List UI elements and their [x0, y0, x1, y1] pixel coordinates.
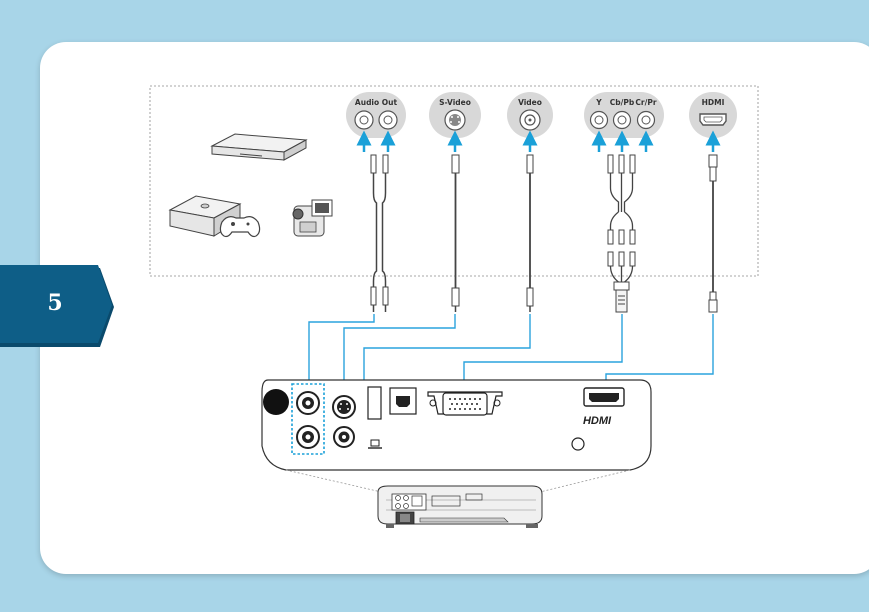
step-number: 5 — [47, 290, 63, 316]
hdmi-port-group: HDMI — [689, 92, 737, 138]
y-label: Y — [595, 98, 602, 107]
video-cable-icon — [526, 154, 534, 312]
audio-cable-icon — [370, 154, 389, 312]
y-jack-icon — [589, 110, 609, 130]
projector-icon — [377, 485, 543, 528]
gamepad-icon — [219, 216, 261, 238]
audio-out-left-jack-icon — [354, 110, 374, 130]
hdmi-logo: HDMI — [583, 415, 612, 427]
audio-out-label: Audio Out — [355, 98, 398, 107]
s-video-port-group: S-Video — [429, 92, 481, 138]
cb-pb-jack-icon — [612, 110, 632, 130]
camcorder-icon — [292, 199, 333, 237]
cr-pr-jack-icon — [636, 110, 656, 130]
audio-out-port-group: Audio Out — [346, 92, 406, 138]
s-video-cable-icon — [451, 154, 460, 312]
component-cable-icon — [607, 154, 636, 313]
component-port-group: Y Cb/Pb Cr/Pr — [584, 92, 664, 138]
source-devices-box — [149, 85, 759, 277]
composite-audio-highlight — [291, 383, 325, 455]
video-port-group: Video — [507, 92, 553, 138]
zoom-lines — [285, 469, 631, 495]
dvd-player-icon — [210, 133, 308, 161]
audio-out-right-jack-icon — [378, 110, 398, 130]
s-video-label: S-Video — [439, 98, 471, 107]
source-arrows — [356, 130, 721, 152]
cb-pb-label: Cb/Pb — [610, 98, 635, 107]
step-tab — [0, 265, 114, 347]
hdmi-cable-icon — [708, 154, 718, 313]
video-label: Video — [518, 98, 542, 107]
hdmi-label: HDMI — [702, 98, 725, 107]
projector-rear-panel: HDMI — [261, 379, 652, 471]
cr-pr-label: Cr/Pr — [635, 98, 656, 107]
